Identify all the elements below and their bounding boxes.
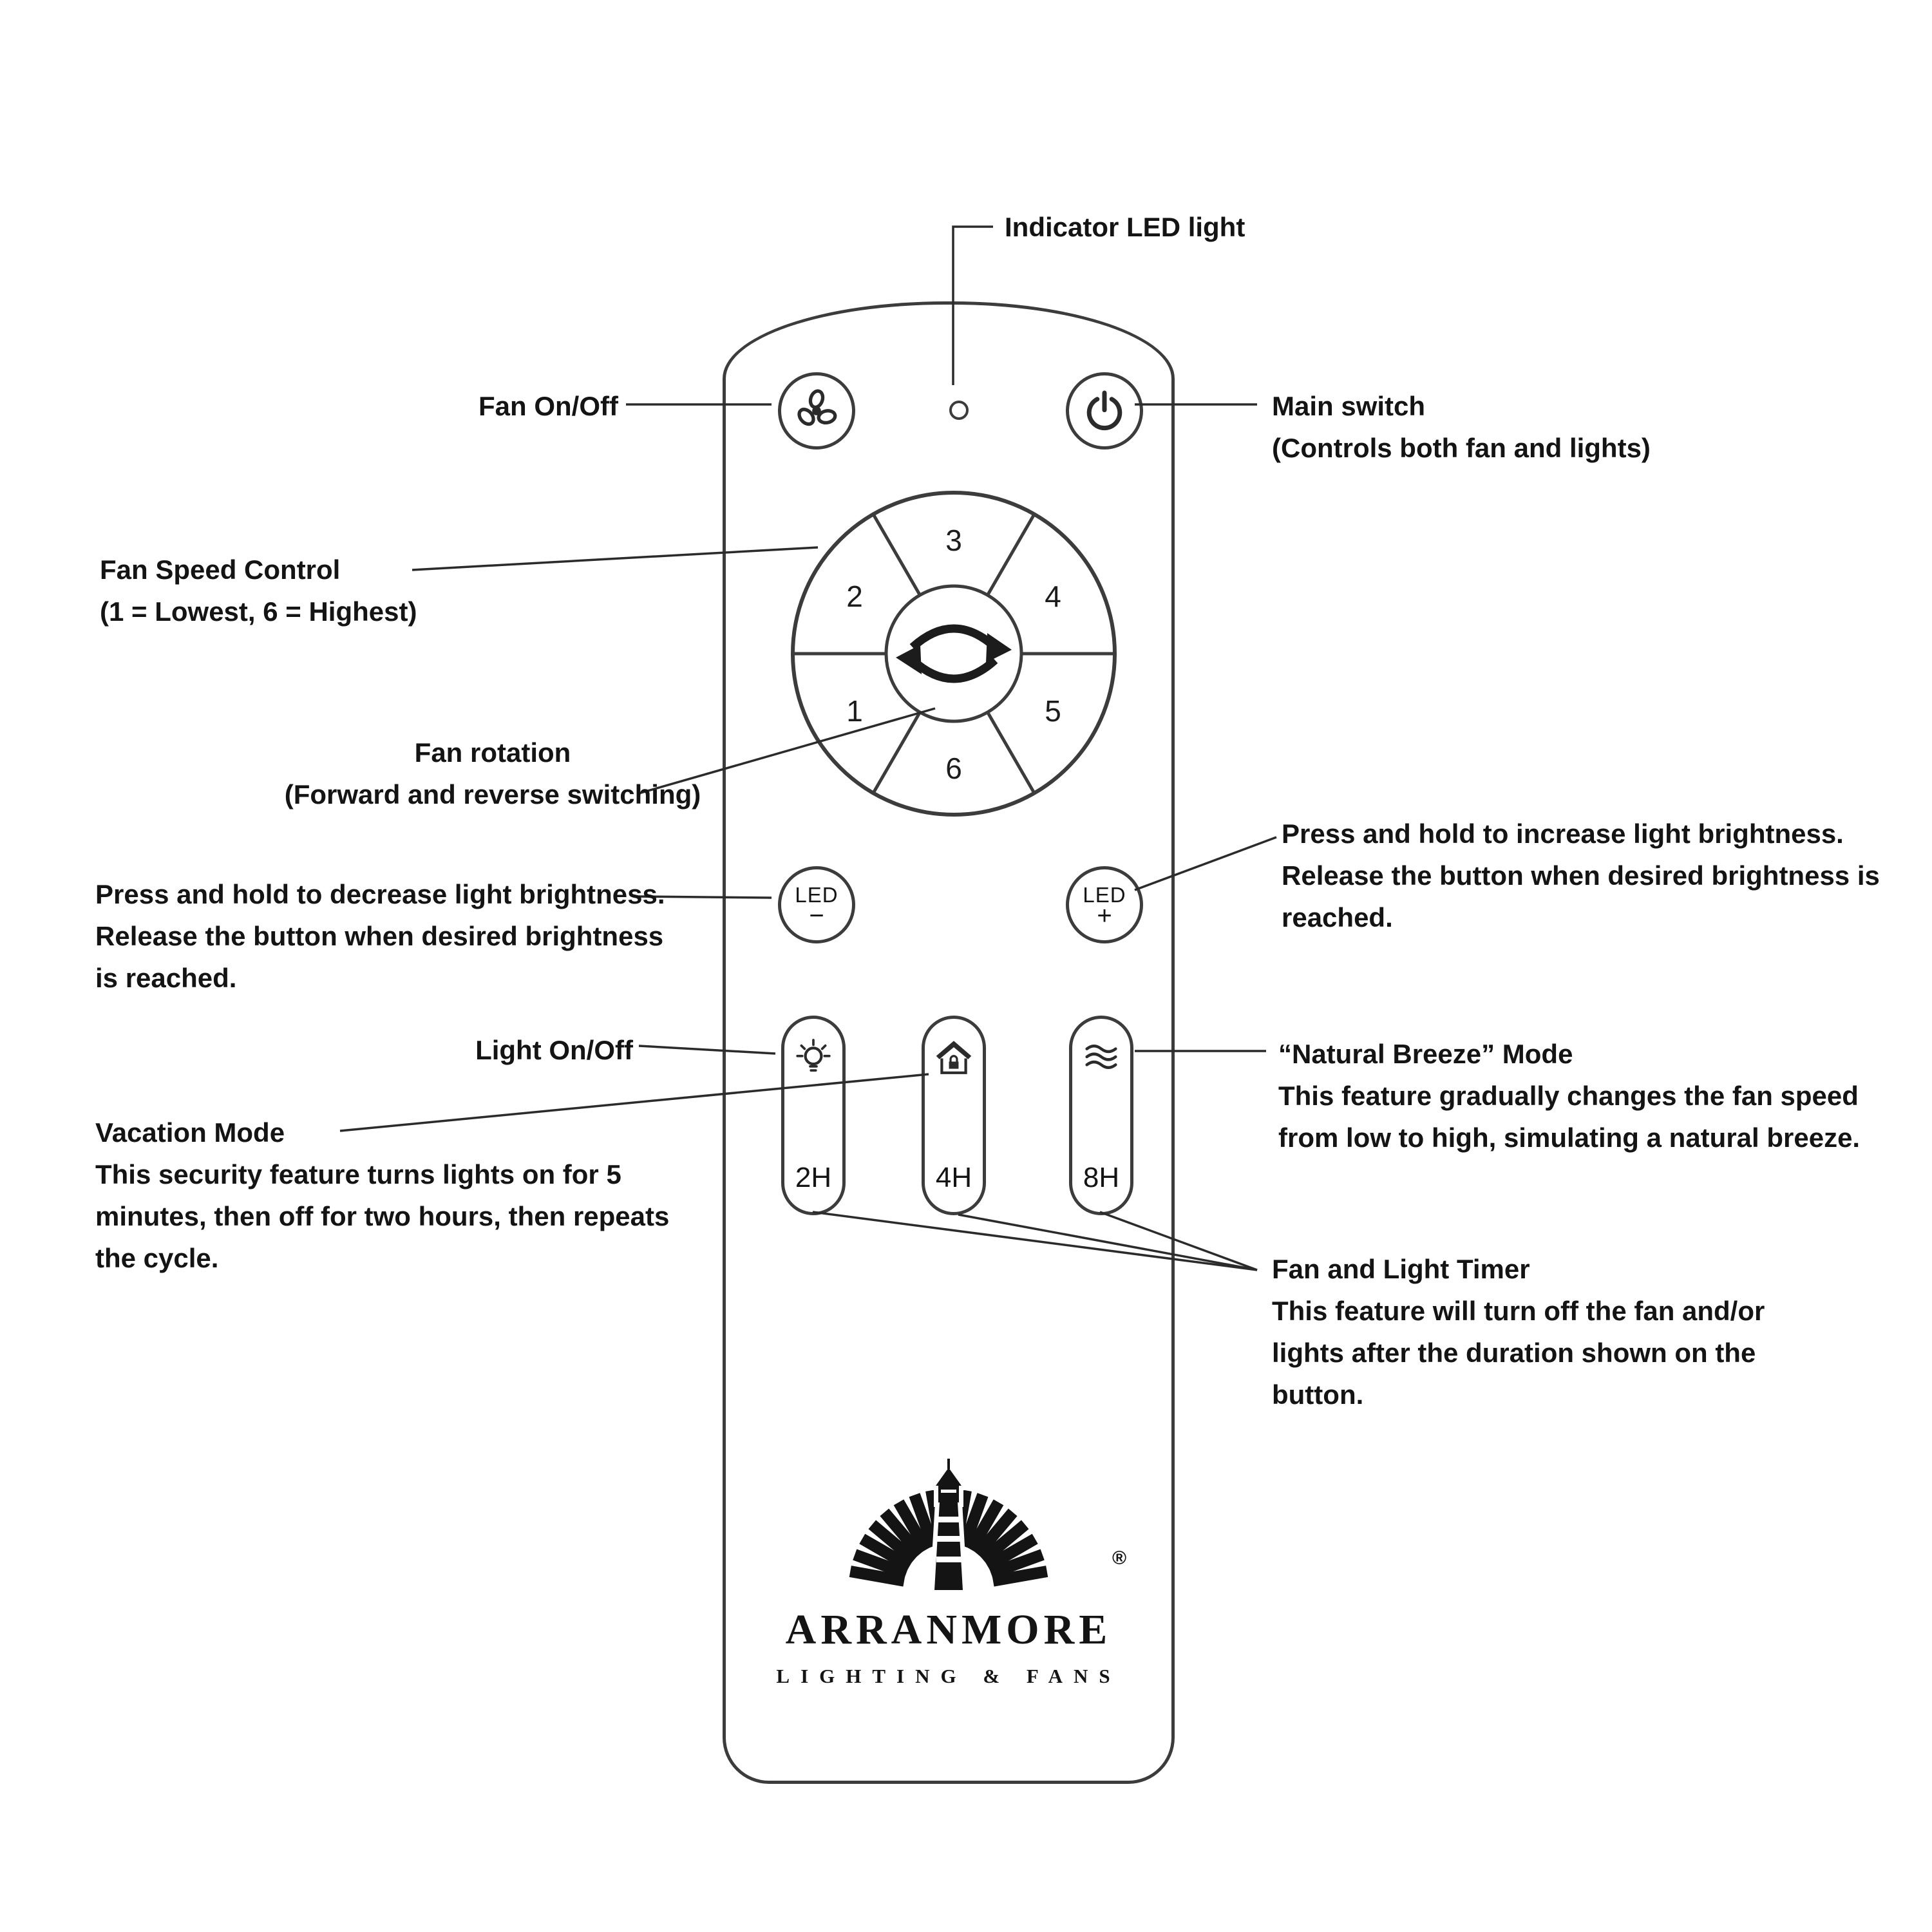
callout-increase-brightness: Press and hold to increase light brightn… xyxy=(1282,819,1880,933)
fan-icon xyxy=(797,389,837,426)
callout-indicator: Indicator LED light xyxy=(1005,212,1245,242)
callout-breeze: “Natural Breeze” Mode This feature gradu… xyxy=(1278,1033,1897,1159)
timer-8h-label: 8H xyxy=(1083,1162,1120,1193)
fan-speed-dial[interactable]: 1 2 3 4 5 6 xyxy=(786,486,1121,821)
callout-fan-speed: Fan Speed Control (1 = Lowest, 6 = Highe… xyxy=(100,549,679,632)
callout-breeze-body: This feature gradually changes the fan s… xyxy=(1278,1081,1861,1153)
vacation-timer-4h-button[interactable]: 4H xyxy=(922,1016,986,1215)
speed-button-4[interactable]: 4 xyxy=(1045,580,1061,613)
led-increase-label: LED xyxy=(1083,882,1126,907)
callout-main-switch-line2: (Controls both fan and lights) xyxy=(1272,433,1651,464)
callout-vacation: Vacation Mode This security feature turn… xyxy=(95,1112,675,1279)
light-bulb-icon xyxy=(796,1039,831,1072)
speed-button-6[interactable]: 6 xyxy=(945,752,962,785)
remote-body: 1 2 3 4 5 6 LED − LED + xyxy=(723,301,1175,1784)
callout-main-switch-line1: Main switch xyxy=(1272,391,1426,421)
breeze-waves-icon xyxy=(1085,1045,1117,1069)
plus-icon: + xyxy=(1097,901,1112,930)
power-icon xyxy=(1086,390,1122,431)
fan-on-off-button[interactable] xyxy=(778,372,855,450)
callout-vacation-title: Vacation Mode xyxy=(95,1117,285,1148)
callout-fan-rotation: Fan rotation (Forward and reverse switch… xyxy=(193,732,792,815)
callout-timer-title: Fan and Light Timer xyxy=(1272,1254,1530,1284)
minus-icon: − xyxy=(809,901,824,930)
callout-main-switch: Main switch (Controls both fan and light… xyxy=(1272,385,1877,469)
lighthouse-logo xyxy=(849,1459,1048,1595)
callout-timer: Fan and Light Timer This feature will tu… xyxy=(1272,1248,1781,1416)
brand-name: ARRANMORE xyxy=(785,1606,1112,1653)
registered-mark: ® xyxy=(1112,1548,1127,1569)
fan-rotation-button[interactable] xyxy=(884,584,1023,723)
led-decrease-button[interactable]: LED − xyxy=(778,866,855,943)
callout-fan-rotation-line1: Fan rotation xyxy=(414,737,571,768)
main-switch-button[interactable] xyxy=(1066,372,1143,450)
timer-4h-label: 4H xyxy=(935,1162,972,1193)
speed-button-1[interactable]: 1 xyxy=(846,694,863,728)
speed-button-3[interactable]: 3 xyxy=(945,524,962,557)
indicator-led xyxy=(949,401,969,420)
callout-fan-on-off: Fan On/Off xyxy=(478,391,618,421)
timer-2h-label: 2H xyxy=(795,1162,832,1193)
breeze-timer-8h-button[interactable]: 8H xyxy=(1069,1016,1133,1215)
callout-fan-speed-line1: Fan Speed Control xyxy=(100,554,341,585)
led-decrease-label: LED xyxy=(795,882,838,907)
brand-tagline: LIGHTING & FANS xyxy=(776,1665,1121,1687)
speed-button-2[interactable]: 2 xyxy=(846,580,863,613)
callout-breeze-title: “Natural Breeze” Mode xyxy=(1278,1039,1573,1069)
rotation-arrows-icon[interactable] xyxy=(896,624,1012,683)
vacation-house-icon xyxy=(936,1041,972,1074)
callout-vacation-body: This security feature turns lights on fo… xyxy=(95,1159,670,1274)
callout-timer-body: This feature will turn off the fan and/o… xyxy=(1272,1296,1765,1410)
callout-fan-speed-line2: (1 = Lowest, 6 = Highest) xyxy=(100,596,417,627)
speed-button-5[interactable]: 5 xyxy=(1045,694,1061,728)
callout-fan-rotation-line2: (Forward and reverse switching) xyxy=(284,779,701,810)
led-increase-button[interactable]: LED + xyxy=(1066,866,1143,943)
callout-light-on-off: Light On/Off xyxy=(475,1035,633,1065)
light-timer-2h-button[interactable]: 2H xyxy=(781,1016,846,1215)
callout-decrease-brightness: Press and hold to decrease light brightn… xyxy=(95,879,665,994)
